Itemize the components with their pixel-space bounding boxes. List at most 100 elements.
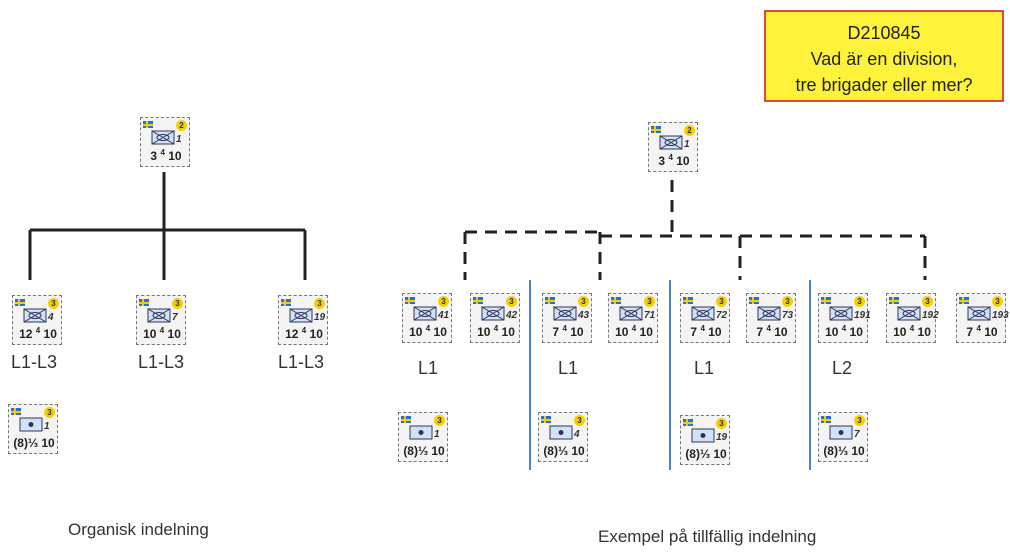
temporary-caption: Exempel på tillfällig indelning bbox=[598, 527, 817, 546]
swedish-flag-icon bbox=[611, 297, 621, 304]
armor-symbol-icon bbox=[897, 306, 921, 321]
level-badge: 3 bbox=[782, 296, 793, 307]
note-question-line2: tre brigader eller mer? bbox=[795, 75, 973, 95]
group-label-3: L1 bbox=[694, 358, 715, 378]
unit-number: 19 bbox=[314, 312, 326, 323]
counter-stats: (8)⅓ 10 bbox=[543, 444, 585, 458]
temporary-artillery-counter[interactable]: 3 19 (8)⅓ 10 bbox=[680, 415, 730, 465]
level-badge: 3 bbox=[854, 296, 865, 307]
counter-stats: 12 4 10 bbox=[19, 326, 57, 341]
organic-caption: Organisk indelning bbox=[68, 520, 209, 539]
note-question-line1: Vad är en division, bbox=[810, 49, 958, 69]
counter-stats: (8)⅓ 10 bbox=[403, 444, 445, 458]
swedish-flag-icon bbox=[15, 299, 25, 306]
armor-symbol-icon bbox=[147, 308, 171, 323]
counter-stats: (8)⅓ 10 bbox=[823, 444, 865, 458]
artillery-symbol-icon bbox=[691, 428, 715, 443]
unit-number: 4 bbox=[48, 312, 54, 323]
counter-stats: (8)⅓ 10 bbox=[685, 447, 727, 461]
group-label-1: L1 bbox=[418, 358, 439, 378]
level-badge: 3 bbox=[434, 415, 445, 426]
swedish-flag-icon bbox=[959, 297, 969, 304]
level-badge: 3 bbox=[48, 298, 59, 309]
level-badge: 3 bbox=[992, 296, 1003, 307]
swedish-flag-icon bbox=[889, 297, 899, 304]
level-badge: 3 bbox=[716, 418, 727, 429]
swedish-flag-icon bbox=[683, 297, 693, 304]
unit-number: 1 bbox=[434, 429, 440, 440]
temporary-brigade-counter[interactable]: 3 193 7 4 10 bbox=[956, 293, 1009, 343]
level-badge: 3 bbox=[716, 296, 727, 307]
unit-number: 4 bbox=[574, 429, 580, 440]
unit-number: 7 bbox=[172, 312, 178, 323]
temporary-brigade-counter[interactable]: 3 73 7 4 10 bbox=[746, 293, 796, 343]
counter-stats: 10 4 10 bbox=[893, 324, 931, 339]
artillery-symbol-icon bbox=[409, 425, 433, 440]
unit-number: 73 bbox=[782, 310, 794, 321]
organic-brigade-counter[interactable]: 3 4 12 4 10 bbox=[12, 295, 62, 345]
artillery-symbol-icon bbox=[19, 417, 43, 432]
unit-number: 43 bbox=[578, 310, 590, 321]
swedish-flag-icon bbox=[139, 299, 149, 306]
swedish-flag-icon bbox=[281, 299, 291, 306]
counter-stats: (8)⅓ 10 bbox=[13, 436, 55, 450]
armor-symbol-icon bbox=[829, 306, 853, 321]
swedish-flag-icon bbox=[11, 408, 21, 415]
counter-stats: 7 4 10 bbox=[756, 324, 788, 339]
unit-number: 42 bbox=[506, 310, 518, 321]
unit-number: 193 bbox=[992, 310, 1009, 321]
armor-symbol-icon bbox=[691, 306, 715, 321]
level-badge: 3 bbox=[438, 296, 449, 307]
counter-stats: 10 4 10 bbox=[143, 326, 181, 341]
artillery-symbol-icon bbox=[829, 425, 853, 440]
armor-symbol-icon bbox=[553, 306, 577, 321]
armor-symbol-icon bbox=[413, 306, 437, 321]
note-code: D210845 bbox=[847, 23, 921, 43]
counter-stats: 3 4 10 bbox=[150, 148, 182, 163]
swedish-flag-icon bbox=[651, 126, 661, 133]
armor-symbol-icon bbox=[481, 306, 505, 321]
unit-number: 192 bbox=[922, 310, 939, 321]
temporary-brigade-counter[interactable]: 3 192 10 4 10 bbox=[886, 293, 939, 343]
group-dividers bbox=[529, 280, 811, 470]
armor-symbol-icon bbox=[619, 306, 643, 321]
level-badge: 3 bbox=[172, 298, 183, 309]
counter-stats: 7 4 10 bbox=[966, 324, 998, 339]
counter-stats: 3 4 10 bbox=[658, 153, 690, 168]
counter-stats: 10 4 10 bbox=[409, 324, 447, 339]
level-badge: 3 bbox=[578, 296, 589, 307]
unit-number: 71 bbox=[644, 310, 656, 321]
armor-symbol-icon bbox=[967, 306, 991, 321]
level-badge: 3 bbox=[506, 296, 517, 307]
question-note: D210845 Vad är en division, tre brigader… bbox=[764, 10, 1004, 102]
swedish-flag-icon bbox=[683, 419, 693, 426]
armor-symbol-icon bbox=[23, 308, 47, 323]
armor-symbol-icon bbox=[151, 130, 175, 145]
counter-stats: 10 4 10 bbox=[825, 324, 863, 339]
unit-number: 19 bbox=[716, 432, 728, 443]
armor-symbol-icon bbox=[289, 308, 313, 323]
armor-symbol-icon bbox=[659, 135, 683, 150]
organic-brigade-counter[interactable]: 3 7 10 4 10 bbox=[136, 295, 186, 345]
left-label-1: L1-L3 bbox=[11, 352, 58, 372]
unit-number: 72 bbox=[716, 310, 728, 321]
swedish-flag-icon bbox=[821, 297, 831, 304]
group-label-2: L1 bbox=[558, 358, 579, 378]
level-badge: 2 bbox=[684, 125, 695, 136]
counter-stats: 12 4 10 bbox=[285, 326, 323, 341]
level-badge: 3 bbox=[922, 296, 933, 307]
swedish-flag-icon bbox=[405, 297, 415, 304]
temporary-artillery-counter[interactable]: 3 1 (8)⅓ 10 bbox=[398, 412, 448, 462]
